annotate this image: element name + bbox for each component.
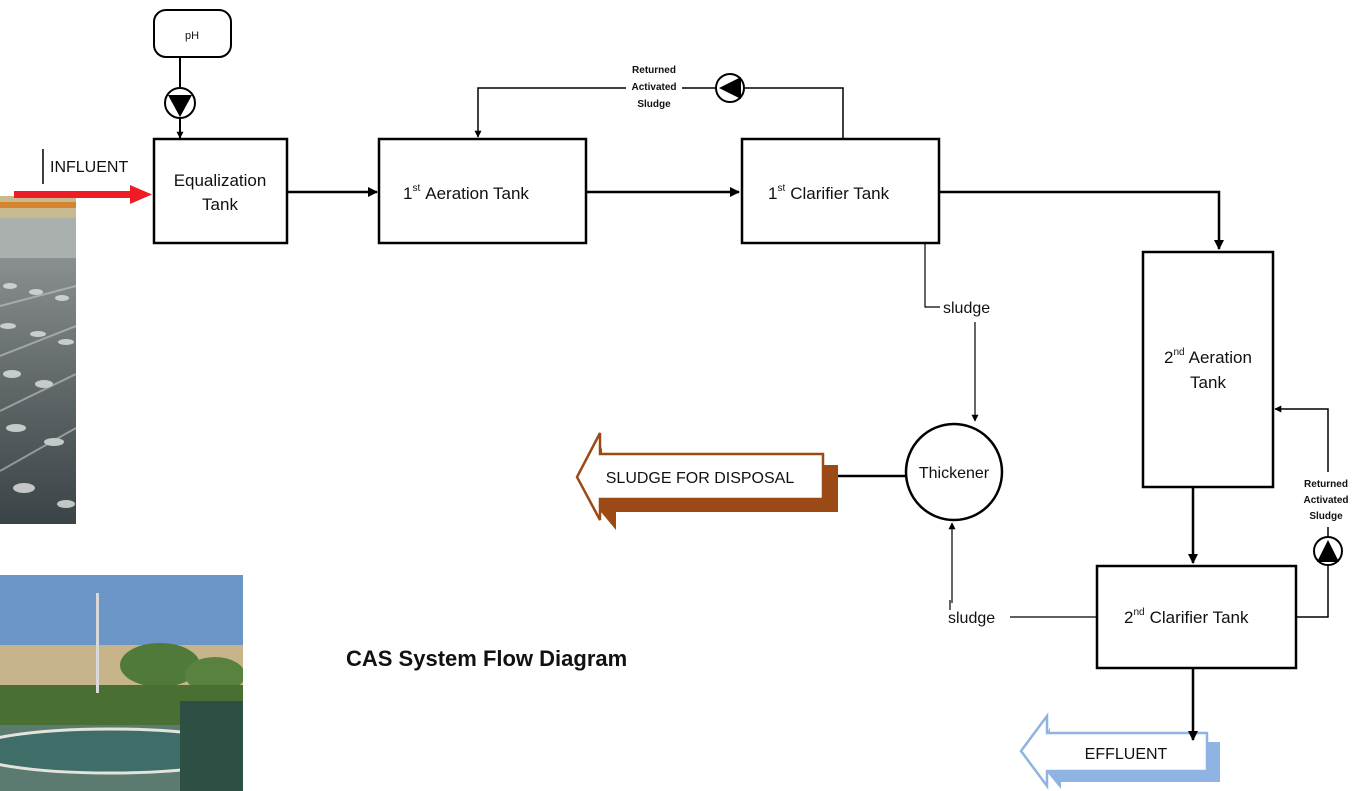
ras-right-label-line2: Activated	[1303, 495, 1348, 506]
thickener-circle	[904, 422, 1004, 522]
clarifier-photo	[0, 575, 243, 791]
influent-label: INFLUENT	[50, 159, 128, 176]
aeration-tank-2-box	[1141, 250, 1275, 489]
sludge-disposal-label: SLUDGE FOR DISPOSAL	[606, 470, 795, 487]
ph-label: pH	[185, 30, 199, 42]
aeration-basin-image	[0, 196, 76, 524]
ph-pump-icon	[164, 87, 196, 119]
aeration-tank-1-box	[377, 137, 588, 245]
influent-arrow	[14, 185, 152, 204]
ras-right-label-line3: Sludge	[1309, 511, 1343, 522]
sludge-disposal-arrow	[575, 432, 838, 530]
equalization-label-line1: Equalization	[174, 171, 267, 190]
clarifier-tank-2-box	[1095, 564, 1298, 670]
ph-dosing-box	[153, 9, 232, 58]
ras-pump-top-icon	[715, 73, 745, 103]
aeration-basin-photo	[0, 196, 76, 524]
ras-top-label-line3: Sludge	[637, 99, 671, 110]
thickener-label: Thickener	[919, 465, 990, 482]
ras-pump-right-icon	[1313, 536, 1343, 566]
equalization-tank-box	[152, 137, 289, 245]
equalization-label-line2: Tank	[202, 195, 238, 214]
aeration-tank-2-label-line2: Tank	[1190, 373, 1226, 392]
ras-top-label-line2: Activated	[631, 82, 676, 93]
clarifier-image	[0, 575, 243, 791]
ras-top-label-line1: Returned	[632, 65, 676, 76]
effluent-arrow	[1019, 712, 1220, 790]
ras-right-label-line1: Returned	[1304, 479, 1348, 490]
clarifier-tank-1-box	[740, 137, 941, 245]
effluent-label: EFFLUENT	[1085, 746, 1168, 763]
sludge-top-label: sludge	[943, 300, 990, 317]
sludge-bottom-label: sludge	[948, 610, 995, 627]
diagram-title: CAS System Flow Diagram	[346, 646, 628, 671]
